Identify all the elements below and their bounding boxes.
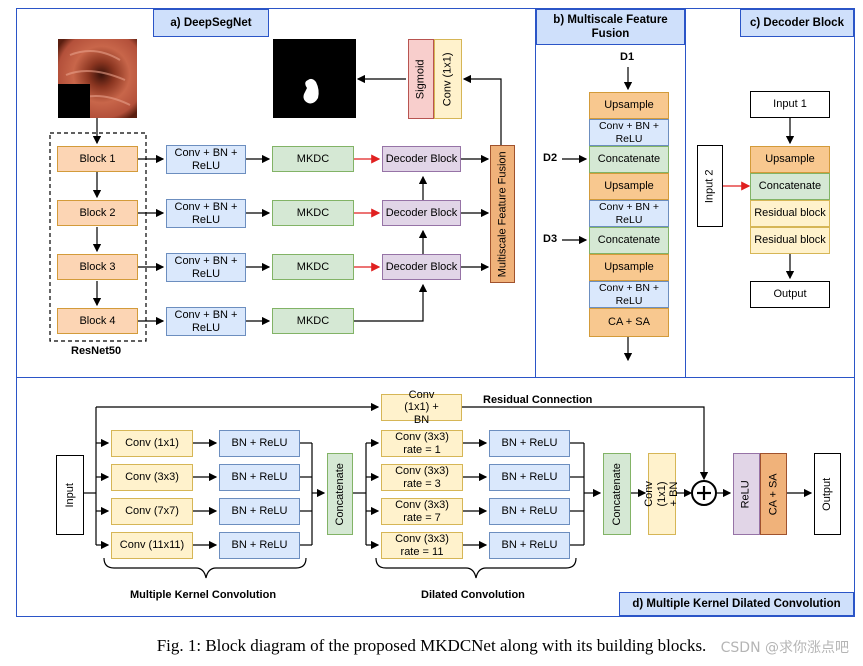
decoder-block-1: Decoder Block (382, 146, 461, 172)
kernel-bn-relu-1: BN + ReLU (219, 430, 300, 457)
dilated-bn-relu-4: BN + ReLU (489, 532, 570, 559)
mkdc-output: Output (814, 453, 841, 535)
kernel-conv-3x3: Conv (3x3) (111, 464, 193, 491)
panel-c-title: c) Decoder Block (740, 9, 854, 37)
decoder-input-2: Input 2 (697, 145, 723, 227)
encoder-block-4: Block 4 (57, 308, 138, 334)
decoder-upsample: Upsample (750, 146, 830, 173)
dilated-conv-rate-7: Conv (3x3) rate = 7 (381, 498, 463, 525)
figure-caption: Fig. 1: Block diagram of the proposed MK… (156, 636, 707, 655)
conv-bn-relu-1: Conv + BN + ReLU (166, 145, 246, 174)
decoder-concatenate: Concatenate (750, 173, 830, 200)
mff-concat-1: Concatenate (589, 146, 669, 173)
panel-a-title: a) DeepSegNet (153, 9, 269, 37)
input-image (58, 39, 137, 118)
mff-conv-3: Conv + BN + ReLU (589, 281, 669, 308)
mff-upsample-1: Upsample (589, 92, 669, 119)
kernel-bn-relu-3: BN + ReLU (219, 498, 300, 525)
kernel-conv-1x1: Conv (1x1) (111, 430, 193, 457)
kernel-conv-7x7: Conv (7x7) (111, 498, 193, 525)
dilated-bn-relu-3: BN + ReLU (489, 498, 570, 525)
encoder-block-2: Block 2 (57, 200, 138, 226)
decoder-input-1: Input 1 (750, 91, 830, 118)
decoder-block-2: Decoder Block (382, 200, 461, 226)
conv1x1-output: Conv (1x1) (434, 39, 462, 119)
mff-upsample-3: Upsample (589, 254, 669, 281)
encoder-block-3: Block 3 (57, 254, 138, 280)
mff-upsample-2: Upsample (589, 173, 669, 200)
final-conv-bn: Conv (1x1) + BN (643, 453, 680, 535)
dilated-conv-rate-3: Conv (3x3) rate = 3 (381, 464, 463, 491)
panel-d-frame (16, 377, 855, 617)
mff-conv-1: Conv + BN + ReLU (589, 119, 669, 146)
dilated-concatenate: Concatenate (603, 453, 631, 535)
mkdc-input: Input (56, 455, 84, 535)
d2-label: D2 (543, 152, 558, 164)
sigmoid-box: Sigmoid (408, 39, 434, 119)
mff-ca-sa: CA + SA (589, 308, 669, 337)
resnet50-boundary (49, 132, 147, 342)
multiscale-feature-fusion: Multiscale Feature Fusion (490, 145, 515, 283)
residual-connection-label: Residual Connection (483, 394, 593, 406)
dilated-bn-relu-1: BN + ReLU (489, 430, 570, 457)
mkdc-4: MKDC (272, 308, 354, 334)
mkdc-ca-sa: CA + SA (760, 453, 787, 535)
panel-d-title: d) Multiple Kernel Dilated Convolution (619, 592, 854, 616)
decoder-residual-2: Residual block (750, 227, 830, 254)
sum-node (691, 480, 717, 506)
conv-bn-relu-2: Conv + BN + ReLU (166, 199, 246, 228)
dilated-bn-relu-2: BN + ReLU (489, 464, 570, 491)
conv-bn-relu-3: Conv + BN + ReLU (166, 253, 246, 282)
mff-conv-2: Conv + BN + ReLU (589, 200, 669, 227)
decoder-residual-1: Residual block (750, 200, 830, 227)
mkdc-3: MKDC (272, 254, 354, 280)
mkdc-2: MKDC (272, 200, 354, 226)
resnet50-label: ResNet50 (71, 345, 122, 357)
decoder-output: Output (750, 281, 830, 308)
relu-box: ReLU (733, 453, 760, 535)
mff-concat-2: Concatenate (589, 227, 669, 254)
multiple-kernel-conv-label: Multiple Kernel Convolution (130, 589, 277, 601)
kernel-bn-relu-4: BN + ReLU (219, 532, 300, 559)
d3-label: D3 (543, 233, 558, 245)
decoder-block-3: Decoder Block (382, 254, 461, 280)
encoder-block-1: Block 1 (57, 146, 138, 172)
dilated-conv-label: Dilated Convolution (421, 589, 525, 601)
kernel-concatenate: Concatenate (327, 453, 353, 535)
kernel-bn-relu-2: BN + ReLU (219, 464, 300, 491)
d1-label: D1 (620, 51, 635, 63)
dilated-conv-rate-11: Conv (3x3) rate = 11 (381, 532, 463, 559)
dilated-conv-rate-1: Conv (3x3) rate = 1 (381, 430, 463, 457)
watermark: CSDN @求你涨点吧 (720, 640, 849, 656)
mkdc-1: MKDC (272, 146, 354, 172)
residual-conv-bn: Conv (1x1) + BN (381, 389, 462, 426)
kernel-conv-11x11: Conv (11x11) (111, 532, 193, 559)
conv-bn-relu-4: Conv + BN + ReLU (166, 307, 246, 336)
output-mask (273, 39, 356, 118)
panel-b-title: b) Multiscale Feature Fusion (536, 9, 685, 45)
